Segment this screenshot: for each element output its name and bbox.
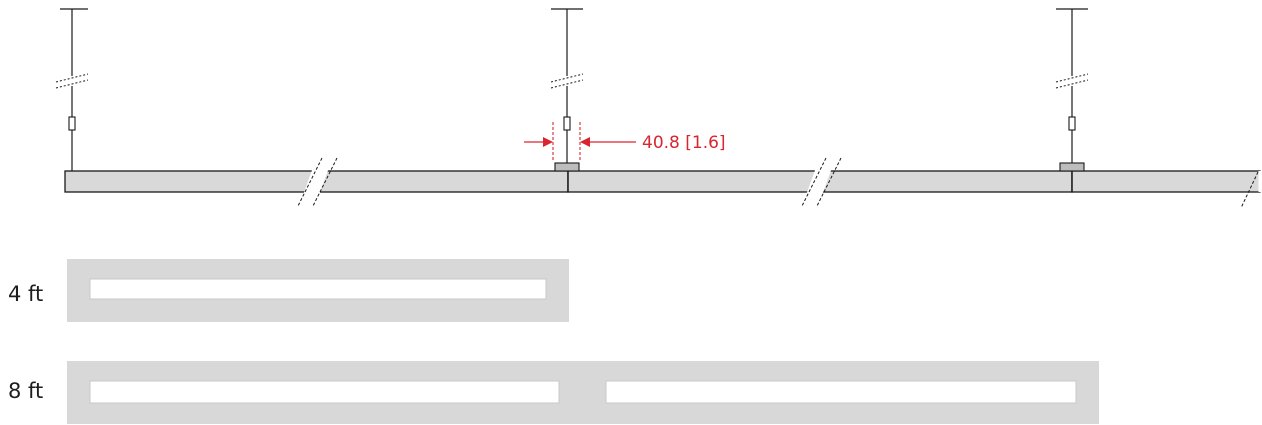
profile-break-mark-1 [297, 157, 338, 207]
mounting-bracket-3 [1059, 162, 1085, 172]
mounting-bracket-2 [554, 162, 580, 172]
module-4ft [67, 259, 569, 322]
suspension-cable-1 [55, 8, 89, 171]
dimension-label: 40.8 [1.6] [642, 133, 726, 153]
bracket-width-dimension: 40.8 [1.6] [524, 122, 726, 162]
profile-break-mark-2 [801, 157, 842, 207]
suspension-cable-2 [550, 8, 584, 192]
module-8ft-label: 8 ft [8, 379, 44, 403]
dimension-arrow-right-icon [580, 137, 590, 147]
cable-gripper-1 [68, 116, 76, 131]
profile-segment-3 [1071, 170, 1261, 193]
suspended-profile-view: 40.8 [1.6] [55, 8, 1262, 209]
profile-end-break-mark [1240, 171, 1262, 209]
module-8ft [67, 361, 1099, 424]
suspension-cable-3 [1055, 8, 1089, 192]
cable-gripper-3 [1068, 116, 1076, 131]
dimension-arrow-left-icon [543, 137, 553, 147]
module-8ft-lens-1 [89, 380, 560, 404]
cable-gripper-2 [563, 116, 571, 131]
module-4ft-lens [89, 278, 547, 300]
module-4ft-label: 4 ft [8, 282, 44, 306]
module-8ft-lens-2 [605, 380, 1077, 404]
